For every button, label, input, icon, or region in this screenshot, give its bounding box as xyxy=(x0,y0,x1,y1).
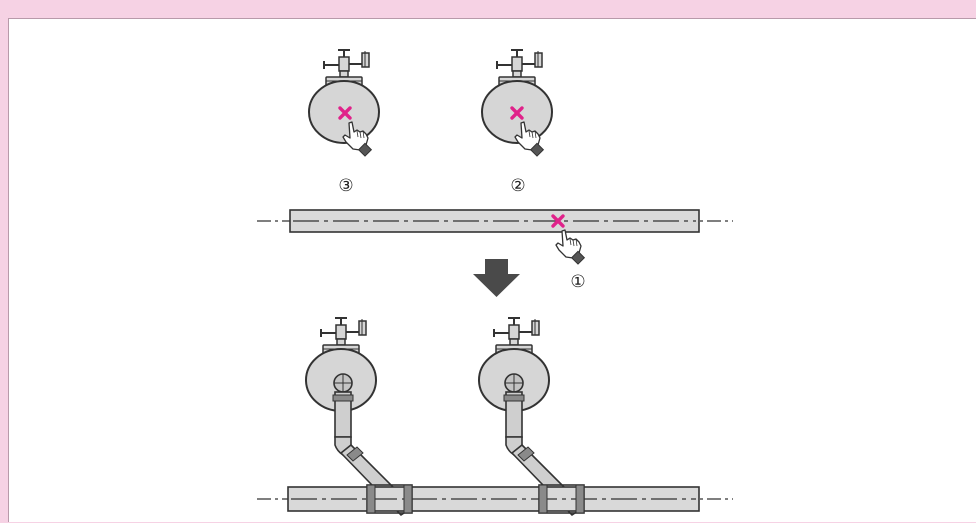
diagram-frame: ③ ② ① xyxy=(8,18,976,522)
routing-diagram: ③ ② ① xyxy=(257,49,733,516)
tank-3[interactable] xyxy=(308,49,380,144)
tank-2[interactable] xyxy=(481,49,553,144)
step-3-label: ③ xyxy=(338,176,353,196)
step-2-label: ② xyxy=(510,176,525,196)
hand-pointer-icon xyxy=(555,229,586,265)
step-1-label: ① xyxy=(570,272,585,292)
header-pipe[interactable] xyxy=(257,209,733,233)
header-pipe-routed[interactable] xyxy=(257,484,733,514)
arrow-down-icon xyxy=(473,259,520,297)
